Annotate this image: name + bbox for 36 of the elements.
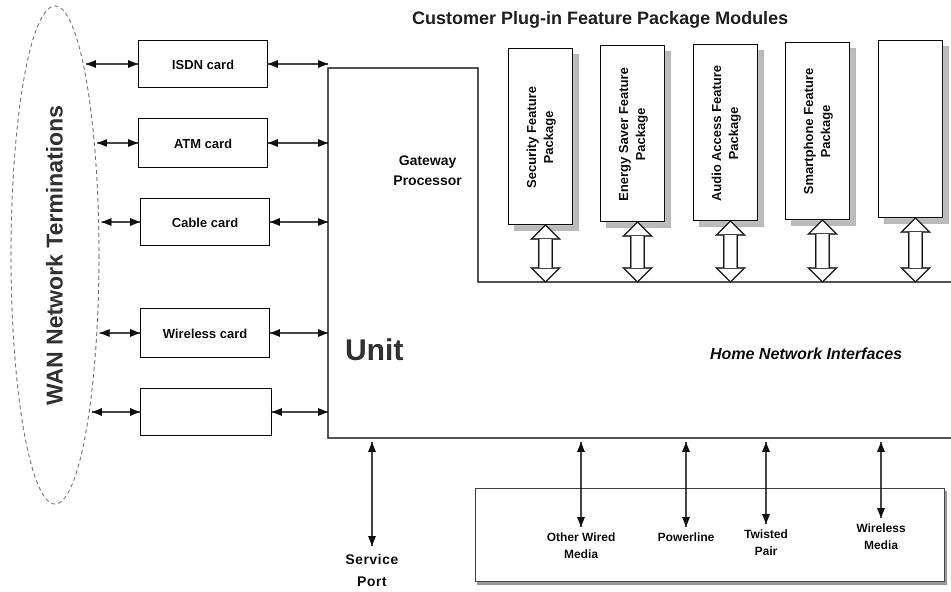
media-label: Powerline (648, 529, 724, 549)
heading: Customer Plug-in Feature Package Modules (412, 8, 788, 29)
arrow (268, 60, 328, 68)
arrow (270, 218, 328, 226)
arrow (97, 139, 138, 147)
card-box (140, 388, 272, 436)
unit-text: Gateway Processor (392, 151, 463, 190)
arrow (682, 442, 690, 527)
arrow (877, 442, 885, 518)
arrow (762, 442, 770, 524)
module-label: Security Feature Package (524, 84, 557, 190)
arrow (268, 139, 328, 147)
module-label: Energy Saver Feature Package (616, 66, 649, 202)
card-box: Cable card (140, 198, 270, 246)
arrow (100, 329, 140, 337)
arrow (86, 60, 138, 68)
media-box (475, 488, 945, 582)
card-box: ISDN card (138, 40, 268, 88)
media-label: Wireless Media (848, 520, 914, 560)
arrow (368, 442, 376, 546)
card-box: ATM card (138, 118, 268, 168)
vertical-title: WAN Network Terminations (42, 105, 68, 405)
arrow (102, 218, 140, 226)
arrow (272, 408, 328, 416)
network-ellipse (10, 5, 100, 505)
media-label: Other Wired Media (536, 529, 626, 569)
arrow (270, 329, 328, 337)
card-box: Wireless card (140, 308, 270, 358)
unit-title: Unit (345, 334, 404, 368)
interfaces-label: Home Network Interfaces (710, 346, 902, 364)
media-label: Twisted Pair (738, 526, 794, 566)
arrow (92, 408, 140, 416)
module-label: Smartphone Feature Package (800, 66, 834, 196)
module-label: Audio Access Feature Package (708, 63, 742, 203)
arrow (577, 442, 585, 527)
port-label: Service Port (332, 548, 412, 588)
